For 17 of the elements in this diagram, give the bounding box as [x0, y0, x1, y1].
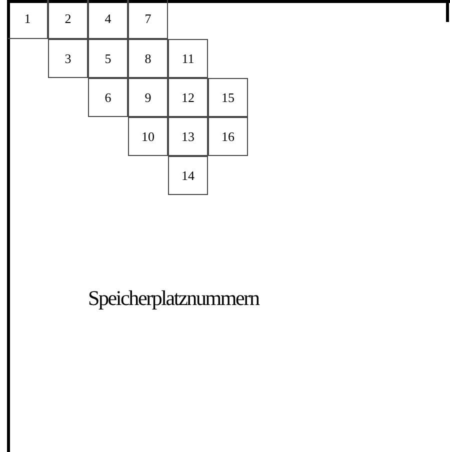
- number-cell: 4: [88, 0, 128, 39]
- number-cell: 8: [128, 39, 168, 78]
- number-cell: 1: [8, 0, 48, 39]
- number-cell: 3: [48, 39, 88, 78]
- number-cell: 15: [208, 78, 248, 117]
- number-cell: 6: [88, 78, 128, 117]
- number-cell: 9: [128, 78, 168, 117]
- number-cell: 13: [168, 117, 208, 156]
- caption-text: Speicherplatznummern: [88, 286, 259, 311]
- number-cell: 7: [128, 0, 168, 39]
- number-cell: 2: [48, 0, 88, 39]
- number-cell: 5: [88, 39, 128, 78]
- number-cell: 10: [128, 117, 168, 156]
- number-cell: 16: [208, 117, 248, 156]
- number-cell: 11: [168, 39, 208, 78]
- number-cell: 14: [168, 156, 208, 195]
- number-cell: 12: [168, 78, 208, 117]
